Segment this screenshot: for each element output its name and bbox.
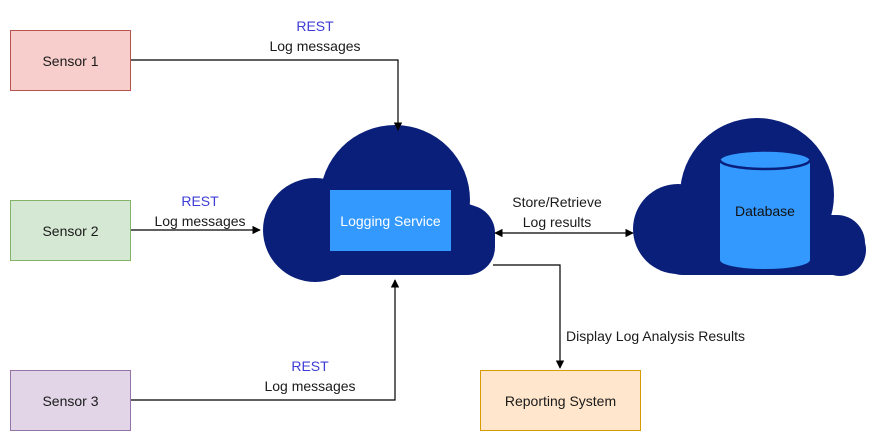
sensor-1-node[interactable]: Sensor 1 (10, 30, 131, 91)
edge-message-sensor3: Log messages (264, 378, 356, 394)
edge-label-store-retrieve: Store/Retrieve Log results (497, 192, 617, 232)
edge-label-sensor3: REST Log messages (250, 356, 370, 396)
sensor-2-node[interactable]: Sensor 2 (10, 200, 131, 261)
edge-protocol-sensor3: REST (291, 358, 329, 374)
edge-sensor1-to-logging (130, 59, 403, 131)
edge-label-sensor1: REST Log messages (255, 16, 375, 56)
edge-protocol-sensor1: REST (296, 18, 334, 34)
edge-protocol-sensor2: REST (181, 193, 219, 209)
edge-label-display-results: Display Log Analysis Results (566, 328, 745, 344)
reporting-system-node[interactable]: Reporting System (480, 370, 641, 431)
edge-store-line1: Store/Retrieve (512, 194, 602, 210)
edge-store-line2: Log results (522, 214, 592, 230)
edge-message-sensor1: Log messages (269, 38, 361, 54)
edges (130, 59, 634, 401)
edge-message-sensor2: Log messages (154, 213, 246, 229)
edge-sensor3-to-logging (130, 279, 400, 401)
edge-logging-to-reporting (493, 264, 565, 369)
logging-service-node[interactable]: Logging Service (330, 190, 451, 251)
sensor-3-node[interactable]: Sensor 3 (10, 370, 131, 431)
database-node-label[interactable]: Database (735, 203, 795, 219)
edge-label-sensor2: REST Log messages (140, 191, 260, 231)
database-cylinder (718, 150, 812, 269)
